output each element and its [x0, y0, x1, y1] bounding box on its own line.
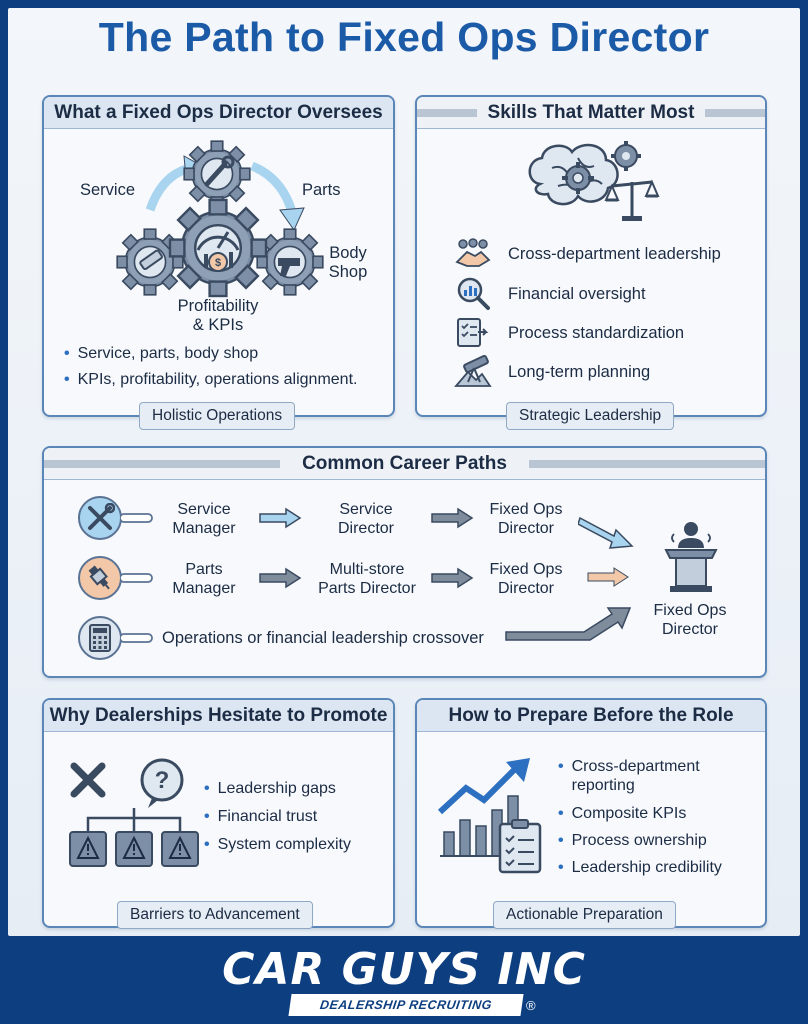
path-row1-step1: Service Manager: [172, 501, 236, 537]
barriers-diagram-icon: ?: [69, 758, 199, 867]
prepare-bullet-2: Composite KPIs: [558, 804, 687, 824]
arrow-right-icon: [259, 567, 302, 589]
page-title: The Path to Fixed Ops Director: [98, 14, 710, 60]
prepare-bullet-3: Process ownership: [558, 831, 707, 851]
service-connector: [120, 513, 153, 523]
parts-connector: [120, 573, 153, 583]
oversees-label-center: Profitability & KPIs: [177, 297, 259, 334]
skills-tag: Strategic Leadership: [506, 402, 675, 430]
prepare-bullet-4: Leadership credibility: [558, 858, 722, 878]
arrow-rising-icon: [505, 607, 632, 641]
growth-chart-clipboard-icon: [437, 758, 542, 874]
brand-logo: CAR GUYS INC: [222, 944, 586, 995]
hesitate-bullet-2: Financial trust: [204, 807, 318, 827]
svg-text:$: $: [215, 257, 221, 269]
path-row3-label: Operations or financial leadership cross…: [162, 629, 484, 647]
skills-heading: Skills That Matter Most: [417, 97, 765, 129]
skill-label-3: Process standardization: [508, 324, 685, 342]
brand-tagline: DEALERSHIP RECRUITING EXPERTS: [288, 994, 524, 1024]
arrow-right-icon: [587, 567, 629, 587]
gears-diagram-icon: $: [116, 140, 324, 298]
career-paths-heading: Common Career Paths: [44, 448, 765, 480]
arrow-right-icon: [431, 507, 474, 529]
spark-plug-icon: [88, 565, 110, 590]
hesitate-heading: Why Dealerships Hesitate to Promote: [44, 700, 393, 732]
arrow-right-icon: [431, 567, 474, 589]
path-row1-step2: Service Director: [337, 501, 394, 537]
prepare-tag: Actionable Preparation: [493, 901, 676, 929]
oversees-heading: What a Fixed Ops Director Oversees: [44, 97, 393, 129]
path-row2-step2: Multi-store Parts Director: [318, 561, 416, 597]
svg-text:?: ?: [155, 767, 170, 794]
prepare-bullet-1: Cross-department reporting: [558, 757, 700, 795]
oversees-bullet-2: KPIs, profitability, operations alignmen…: [64, 370, 358, 390]
podium-speaker-icon: [664, 522, 718, 592]
oversees-label-parts: Parts: [302, 181, 341, 199]
oversees-label-body-shop: Body Shop: [328, 244, 368, 281]
hesitate-bullet-1: Leadership gaps: [204, 779, 336, 799]
oversees-tag: Holistic Operations: [139, 402, 296, 430]
handshake-team-icon: [455, 238, 491, 267]
hesitate-bullet-3: System complexity: [204, 835, 351, 855]
wrench-screwdriver-icon: [88, 503, 115, 530]
calculator-icon: [89, 624, 111, 652]
career-paths-panel: Common Career Paths: [42, 446, 767, 678]
skill-label-1: Cross-department leadership: [508, 245, 721, 263]
hesitate-tag: Barriers to Advancement: [117, 901, 313, 929]
path-destination: Fixed Ops Director: [653, 602, 727, 638]
path-row1-step3: Fixed Ops Director: [489, 501, 563, 537]
registered-mark: ®: [526, 998, 536, 1013]
checklist-icon: [457, 318, 489, 347]
brain-gears-icon: [528, 141, 660, 221]
oversees-label-service: Service: [80, 181, 136, 199]
prepare-heading: How to Prepare Before the Role: [417, 700, 765, 732]
magnifier-chart-icon: [457, 277, 490, 310]
arrow-right-icon: [259, 507, 302, 529]
skill-label-2: Financial oversight: [508, 285, 646, 303]
path-row2-step3: Fixed Ops Director: [489, 561, 563, 597]
oversees-bullet-1: Service, parts, body shop: [64, 344, 259, 364]
path-row2-step1: Parts Manager: [172, 561, 236, 597]
arrow-diagonal-icon: [578, 516, 634, 549]
finance-connector: [120, 633, 153, 643]
telescope-icon: [454, 354, 492, 387]
skill-label-4: Long-term planning: [508, 363, 651, 381]
